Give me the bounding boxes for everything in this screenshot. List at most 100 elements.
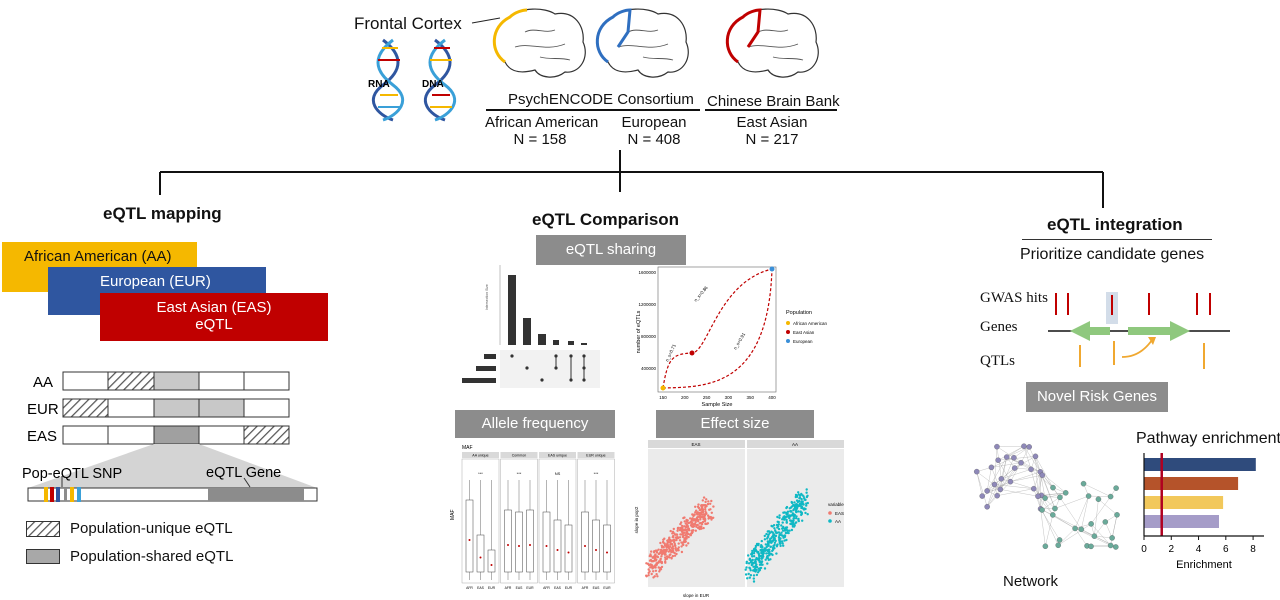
network-label: Network xyxy=(1003,573,1059,590)
sharing-box: eQTL sharing xyxy=(536,235,686,265)
maf-xtick: AFR xyxy=(582,586,589,590)
eqtl-gene-label: eQTL Gene xyxy=(206,465,281,481)
maf-xtick: AFR xyxy=(505,586,512,590)
legend-unique: Population-unique eQTL xyxy=(26,520,233,537)
effect-panel-aa: AA xyxy=(792,442,798,447)
pop-eqtl-snp-label: Pop-eQTL SNP xyxy=(22,466,122,482)
chinese-bank-label: Chinese Brain Bank xyxy=(707,93,840,110)
pathway-title: Pathway enrichment xyxy=(1136,430,1280,447)
scatter-legend-title: Population xyxy=(786,310,812,316)
brain-icon-eur xyxy=(595,8,689,78)
effect-box: Effect size xyxy=(656,410,814,438)
enrich-xlabel: Enrichment xyxy=(1176,559,1232,571)
scatter-ylabel: number of eQTLs xyxy=(636,310,642,353)
row-eas xyxy=(62,425,290,445)
sample-size-plot: number of eQTLs Sample Size 1600000 12000… xyxy=(636,266,828,408)
dna-label: DNA xyxy=(422,79,444,90)
rna-helix-icon xyxy=(371,38,405,122)
brain-icon-aa xyxy=(492,8,586,78)
maf-panel-strip xyxy=(462,452,499,458)
eas-bar: East Asian (EAS) eQTL xyxy=(100,293,328,341)
row-aa xyxy=(62,371,290,391)
maf-xtick: EUR xyxy=(565,586,573,590)
effect-ylabel: slope in pop2 xyxy=(634,506,639,533)
cohort-eas-name: East Asian xyxy=(736,114,808,131)
legend-shared: Population-shared eQTL xyxy=(26,548,233,565)
maf-xtick: EAS xyxy=(477,586,485,590)
maf-xtick: EAS xyxy=(593,586,601,590)
maf-sig: NS xyxy=(555,471,561,476)
scatter-ytick: 1200000 xyxy=(638,302,656,307)
effect-panel-eas: EAS xyxy=(691,442,700,447)
row-label-aa: AA xyxy=(33,374,53,391)
shared-swatch xyxy=(26,549,60,564)
effect-scatter: EAS AA slope in pop2 slope in EUR variab… xyxy=(634,440,844,598)
svg-text:Intersection Size: Intersection Size xyxy=(485,284,489,310)
frontal-cortex-label: Frontal Cortex xyxy=(354,14,462,33)
scatter-ytick: 400000 xyxy=(641,366,657,371)
maf-panel-label: AA unique xyxy=(472,454,488,458)
point-aa xyxy=(660,385,666,391)
enrich-xtick: 0 xyxy=(1141,544,1147,555)
scatter-legend-eas: East Asian xyxy=(793,330,815,335)
enrich-bar xyxy=(1144,458,1256,471)
upset-plot: Intersection Size xyxy=(462,265,600,388)
cohort-eas: East Asian N = 217 xyxy=(730,114,814,148)
annot-1: n_s=0.86 xyxy=(693,285,709,303)
maf-xtick: EUR xyxy=(603,586,611,590)
eas-bar-label: East Asian (EAS) xyxy=(156,299,272,316)
zoom-funnel xyxy=(28,444,317,488)
enrich-bar xyxy=(1144,477,1239,490)
scatter-xtick: 250 xyxy=(703,395,711,400)
maf-sig: *** xyxy=(594,471,599,476)
track-genes: Genes xyxy=(980,319,1018,335)
row-label-eas: EAS xyxy=(27,428,57,445)
eur-bar-label: European (EUR) xyxy=(100,273,211,290)
brain-icon-eas xyxy=(725,8,819,78)
network-graph xyxy=(973,443,1120,550)
gene-arrow-right xyxy=(1128,321,1190,341)
scatter-xlabel: Sample Size xyxy=(702,402,733,408)
effect-legend-title: variable xyxy=(828,502,844,507)
scatter-xtick: 200 xyxy=(681,395,689,400)
maf-sig: *** xyxy=(478,471,483,476)
enrich-xtick: 4 xyxy=(1196,544,1202,555)
legend-shared-label: Population-shared eQTL xyxy=(70,548,234,565)
scatter-ytick: 1600000 xyxy=(638,270,656,275)
cohort-eur-name: European xyxy=(621,114,687,131)
cohort-aa: African American N = 158 xyxy=(485,114,599,148)
track-qtls: QTLs xyxy=(980,353,1015,369)
maf-title: MAF xyxy=(462,445,473,451)
cohort-aa-name: African American xyxy=(485,114,599,131)
eqtl-gene-block xyxy=(208,488,304,501)
dna-helix-icon xyxy=(423,38,457,122)
maf-ylabel: MAF xyxy=(450,509,456,520)
maf-panel-strip xyxy=(500,452,538,458)
enrich-xtick: 2 xyxy=(1168,544,1174,555)
maf-xtick: EUR xyxy=(526,586,534,590)
integration-title: eQTL integration xyxy=(1047,215,1183,234)
psychencode-label: PsychENCODE Consortium xyxy=(508,91,694,108)
maf-panel-strip xyxy=(577,452,615,458)
point-eur xyxy=(769,266,775,272)
maf-xtick: EAS xyxy=(516,586,524,590)
row-label-eur: EUR xyxy=(27,401,59,418)
annot-3: n_s=0.91 xyxy=(733,331,747,350)
track-gwas: GWAS hits xyxy=(980,290,1048,306)
allele-box: Allele frequency xyxy=(455,410,615,438)
hatch-swatch xyxy=(26,520,60,537)
cohort-eur: European N = 408 xyxy=(614,114,694,148)
enrich-xtick: 6 xyxy=(1223,544,1229,555)
effect-legend-eas: EAS xyxy=(835,511,844,516)
cohort-aa-n: N = 158 xyxy=(513,131,567,148)
aa-bar-label: African American (AA) xyxy=(24,248,172,265)
maf-xtick: EUR xyxy=(488,586,496,590)
novel-risk-box: Novel Risk Genes xyxy=(1026,382,1168,412)
legend-unique-label: Population-unique eQTL xyxy=(70,520,233,537)
gene-arrow-left xyxy=(1070,321,1110,341)
maf-sig: *** xyxy=(517,471,522,476)
maf-xtick: AFR xyxy=(466,586,473,590)
scatter-xtick: 300 xyxy=(725,395,733,400)
point-eas xyxy=(689,350,695,356)
